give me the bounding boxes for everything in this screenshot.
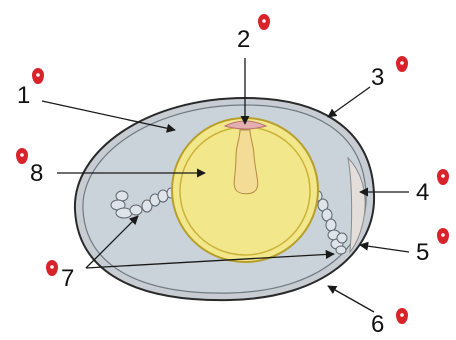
label-5: 5	[416, 239, 429, 266]
map-pin-icon[interactable]	[396, 308, 408, 324]
map-pin-icon[interactable]	[437, 169, 449, 185]
map-pin-icon[interactable]	[437, 228, 449, 244]
map-pin-icon[interactable]	[16, 148, 28, 164]
map-pin-icon[interactable]	[32, 68, 44, 84]
map-pin-icon[interactable]	[46, 260, 58, 276]
label-2: 2	[237, 26, 250, 53]
label-1: 1	[17, 82, 30, 109]
arrow-3	[328, 87, 370, 117]
label-7: 7	[61, 265, 74, 292]
label-8: 8	[30, 160, 43, 187]
label-4: 4	[416, 179, 429, 206]
map-pin-icon[interactable]	[258, 14, 270, 30]
map-pin-icon[interactable]	[396, 56, 408, 72]
arrow-5	[360, 245, 409, 252]
arrow-6	[328, 286, 374, 312]
label-3: 3	[371, 64, 384, 91]
label-6: 6	[371, 311, 384, 338]
